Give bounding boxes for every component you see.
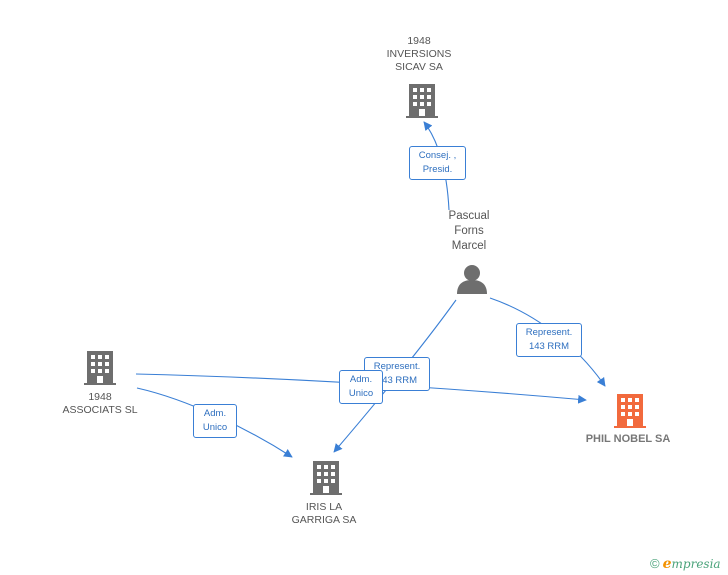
building-icon	[310, 461, 342, 495]
node-label-iris[interactable]: IRIS LA GARRIGA SA	[291, 501, 357, 526]
edge-label-adm-mid: Adm. Unico	[339, 370, 383, 404]
person-icon	[457, 265, 487, 294]
edge-label-consej: Consej. , Presid.	[409, 146, 466, 180]
building-icon	[406, 84, 438, 118]
node-label-associats[interactable]: 1948 ASSOCIATS SL	[62, 391, 138, 416]
brand-name: mpresia	[671, 557, 721, 571]
node-label-pascual[interactable]: Pascual Forns Marcel	[448, 210, 490, 252]
brand-logo: ©empresia	[650, 556, 721, 572]
edge-label-represent-phil: Represent. 143 RRM	[516, 323, 582, 357]
edge-label-adm-left: Adm. Unico	[193, 404, 237, 438]
building-icon	[84, 351, 116, 385]
node-label-phil[interactable]: PHIL NOBEL SA	[585, 433, 671, 445]
building-icon-highlight	[614, 394, 646, 428]
node-label-inversions[interactable]: 1948 INVERSIONS SICAV SA	[386, 35, 452, 73]
brand-e: e	[662, 556, 672, 572]
copyright-icon: ©	[650, 556, 660, 571]
